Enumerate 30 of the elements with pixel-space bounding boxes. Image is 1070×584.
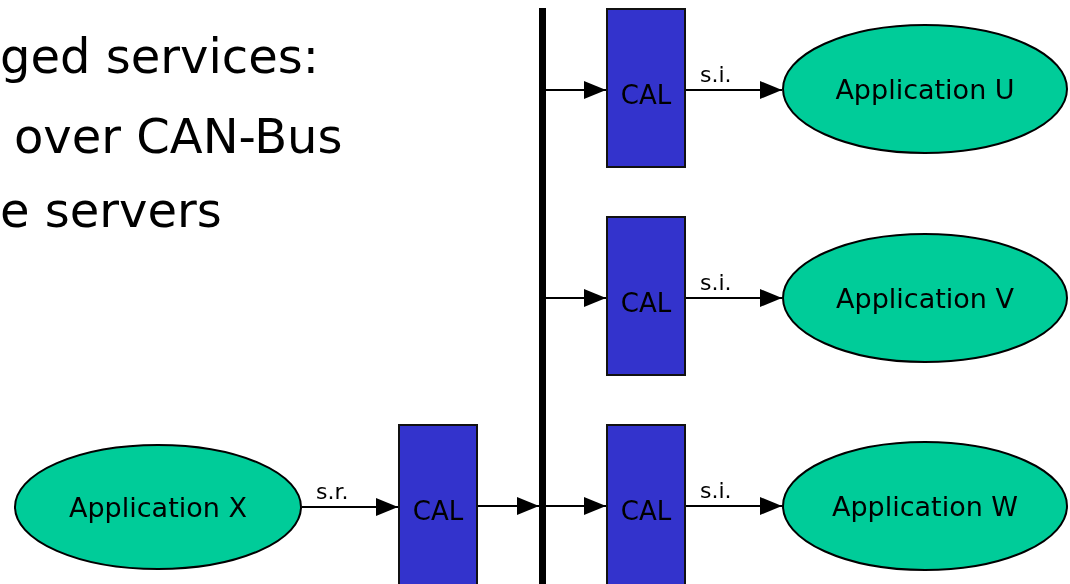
application-name: Application X (69, 491, 247, 523)
arrow (685, 497, 783, 515)
layer-name: CAL (620, 496, 672, 526)
arrow (685, 289, 783, 307)
arrow (477, 497, 540, 515)
heading-text: over CAN-Bus (14, 112, 343, 160)
application-name: Application V (836, 282, 1014, 314)
application-ellipse (782, 24, 1068, 154)
layer-name: CAL (620, 288, 672, 318)
arrow (545, 497, 607, 515)
application-name: Application U (835, 73, 1015, 105)
application-ellipse (782, 233, 1068, 363)
layer-name: CAL (412, 496, 464, 526)
application-ellipse (782, 441, 1068, 571)
cal-block (606, 424, 686, 584)
cal-block (398, 424, 478, 584)
application-ellipse (14, 444, 302, 570)
arrow (545, 81, 607, 99)
arrow (301, 498, 399, 516)
arrow (545, 289, 607, 307)
layer-name: CAL (620, 80, 672, 110)
cal-block (606, 216, 686, 376)
heading-text: e servers (0, 186, 222, 234)
edge-label: s.i. (700, 64, 732, 86)
arrow (685, 81, 783, 99)
edge-label: s.r. (316, 481, 349, 503)
cal-block (606, 8, 686, 168)
edge-label: s.i. (700, 272, 732, 294)
application-name: Application W (831, 490, 1019, 522)
edge-label: s.i. (700, 480, 732, 502)
